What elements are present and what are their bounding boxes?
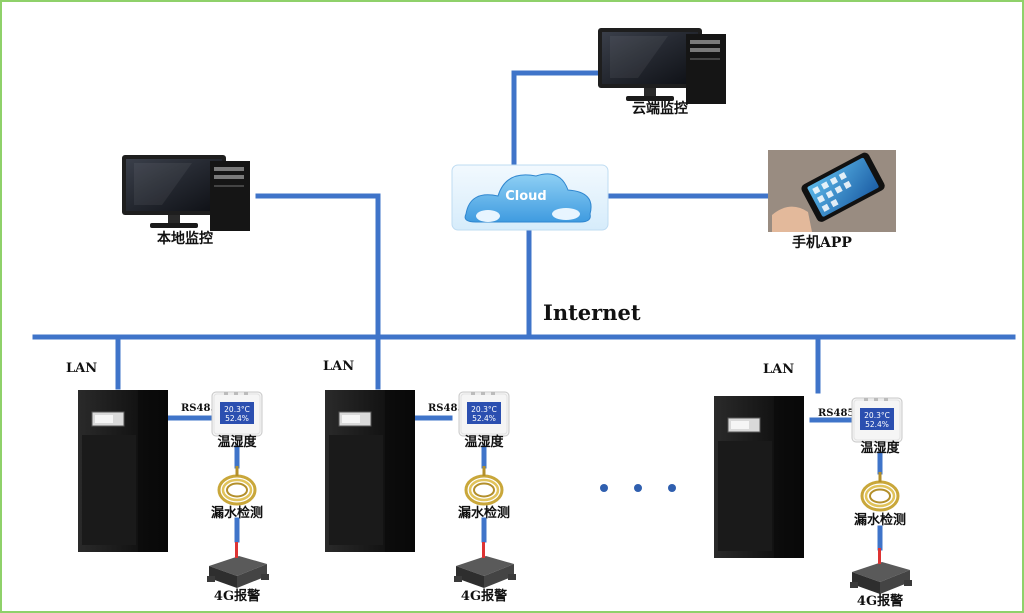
lan-label-3: LAN <box>763 362 794 377</box>
internet-label: Internet <box>543 300 641 325</box>
rs485-label-2: RS485 <box>428 403 464 414</box>
sensor-hum-2: 52.4% <box>472 414 496 423</box>
water-leak-sensor-coil-2 <box>464 464 504 506</box>
temp-humidity-sensor-1: 20.3°C 52.4% <box>211 391 263 437</box>
server-cabinet-1 <box>77 389 169 553</box>
water-label-2: 漏水检测 <box>458 505 510 521</box>
4g-alarm-device-icon-2 <box>454 542 516 588</box>
rs485-label-3: RS485 <box>818 408 854 419</box>
sensor-temp-1: 20.3°C <box>224 405 250 414</box>
sensor-label-2: 温湿度 <box>464 434 504 450</box>
mobile-app-label: 手机APP <box>792 234 852 251</box>
local-monitor-label: 本地监控 <box>157 230 213 247</box>
ellipsis-dots <box>600 484 676 492</box>
lan-label-2: LAN <box>323 359 354 374</box>
server-cabinet-3 <box>713 395 805 559</box>
4g-alarm-device-icon-3 <box>850 548 912 594</box>
sensor-hum-3: 52.4% <box>865 420 889 429</box>
rs485-label-1: RS485 <box>181 403 217 414</box>
network-links <box>32 70 1016 551</box>
sensor-hum-1: 52.4% <box>225 414 249 423</box>
water-label-3: 漏水检测 <box>854 512 906 528</box>
lan-label-1: LAN <box>66 361 97 376</box>
local-monitor-link <box>255 193 381 340</box>
sensor-label-3: 温湿度 <box>860 440 900 456</box>
cloud-monitor-label: 云端监控 <box>632 100 688 117</box>
cloud-monitor-link <box>511 70 601 175</box>
cloud-monitor-computer-icon <box>598 28 726 104</box>
local-monitor-computer-icon <box>122 155 250 231</box>
4g-alarm-device-icon-1 <box>207 542 269 588</box>
mobile-phone-icon <box>768 150 896 232</box>
water-leak-sensor-coil-1 <box>217 464 257 506</box>
cloud-node: Cloud <box>451 164 609 231</box>
cloud-label: Cloud <box>505 189 547 204</box>
temp-humidity-sensor-2: 20.3°C 52.4% <box>458 391 510 437</box>
alarm-label-2: 4G报警 <box>461 588 507 604</box>
water-leak-sensor-coil-3 <box>860 470 900 512</box>
alarm-label-1: 4G报警 <box>214 588 260 604</box>
sensor-temp-3: 20.3°C <box>864 411 890 420</box>
server-cabinet-2 <box>324 389 416 553</box>
water-label-1: 漏水检测 <box>211 505 263 521</box>
sensor-label-1: 温湿度 <box>217 434 257 450</box>
alarm-label-3: 4G报警 <box>857 593 903 609</box>
sensor-temp-2: 20.3°C <box>471 405 497 414</box>
temp-humidity-sensor-3: 20.3°C 52.4% <box>851 397 903 443</box>
